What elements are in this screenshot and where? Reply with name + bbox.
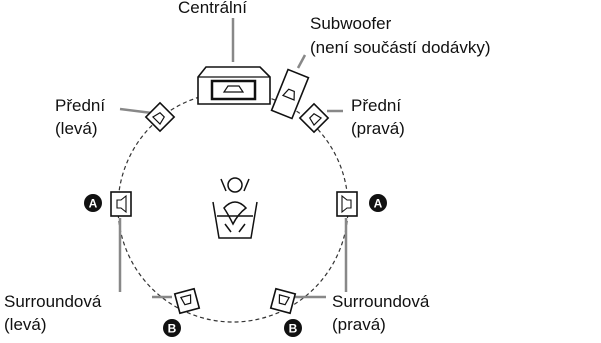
leader-lines [118,18,348,299]
surround-right-side-speaker [336,191,358,217]
label-front-left-line1: Přední [55,96,105,115]
label-front-left-line2: (levá) [55,119,98,138]
svg-text:A: A [374,197,383,211]
label-front-right-line1: Přední [351,96,401,115]
label-center: Centrální [178,0,247,17]
surround-left-rear-speaker [173,287,201,315]
label-surround-right-line2: (pravá) [332,315,386,334]
front-right-speaker [298,102,330,134]
label-subwoofer-line2: (není součástí dodávky) [310,38,490,57]
label-subwoofer-line1: Subwoofer [310,14,392,33]
svg-text:A: A [89,197,98,211]
subwoofer-speaker [270,68,310,120]
surround-right-rear-speaker [269,287,297,315]
front-left-speaker [144,101,176,133]
marker-b-right: B [284,319,302,337]
svg-text:B: B [168,322,177,336]
marker-a-left: A [84,194,102,212]
surround-left-side-speaker [110,191,132,217]
center-speaker [197,66,271,105]
svg-text:B: B [289,322,298,336]
listener-icon [212,177,258,239]
label-front-right-line2: (pravá) [351,119,405,138]
marker-a-right: A [369,194,387,212]
label-surround-right-line1: Surroundová [332,292,430,311]
label-surround-left-line1: Surroundová [4,292,102,311]
label-surround-left-line2: (levá) [4,315,47,334]
marker-b-left: B [163,319,181,337]
